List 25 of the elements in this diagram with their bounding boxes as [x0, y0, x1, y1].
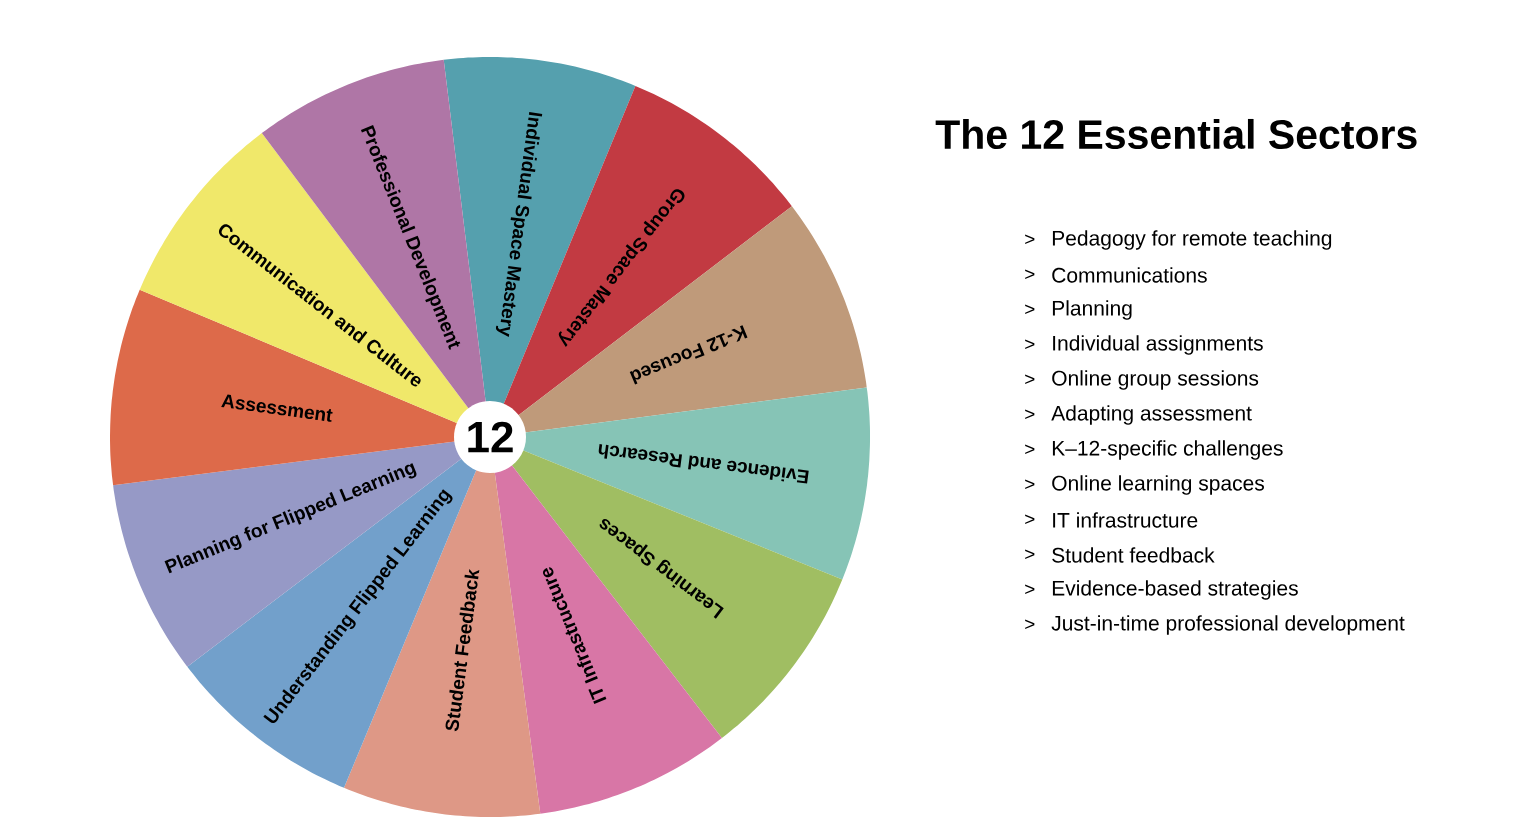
list-item: Planning	[1052, 300, 1132, 320]
list-item: Individual assignments	[1053, 335, 1263, 355]
bullet-marker: >	[1025, 234, 1035, 245]
bullet-marker: >	[1025, 444, 1035, 455]
list-item: Student feedback	[1052, 547, 1215, 563]
list-item: Evidence-based strategies	[1052, 580, 1298, 600]
list-item: Communications	[1052, 267, 1207, 283]
bullet-marker: >	[1025, 409, 1035, 420]
bullet-marker: >	[1025, 584, 1035, 595]
list-item: IT infrastructure	[1053, 512, 1198, 528]
bullet-marker: >	[1025, 479, 1035, 490]
bullet-marker: >	[1025, 269, 1035, 280]
list-item: Online group sessions	[1052, 370, 1259, 390]
list-item: Online learning spaces	[1052, 475, 1264, 495]
list-item: K–12-specific challenges	[1052, 440, 1283, 460]
bullet-marker: >	[1025, 374, 1035, 385]
list-item: Just-in-time professional development	[1051, 615, 1405, 635]
bullet-marker: >	[1025, 339, 1035, 350]
bullet-marker: >	[1025, 619, 1035, 630]
list-item: Pedagogy for remote teaching	[1052, 230, 1332, 250]
list-item: Adapting assessment	[1051, 405, 1252, 425]
title: The 12 Essential Sectors	[935, 118, 1417, 150]
bullet-marker: >	[1025, 514, 1035, 525]
bullet-marker: >	[1025, 304, 1035, 315]
bullet-marker: >	[1025, 549, 1035, 560]
